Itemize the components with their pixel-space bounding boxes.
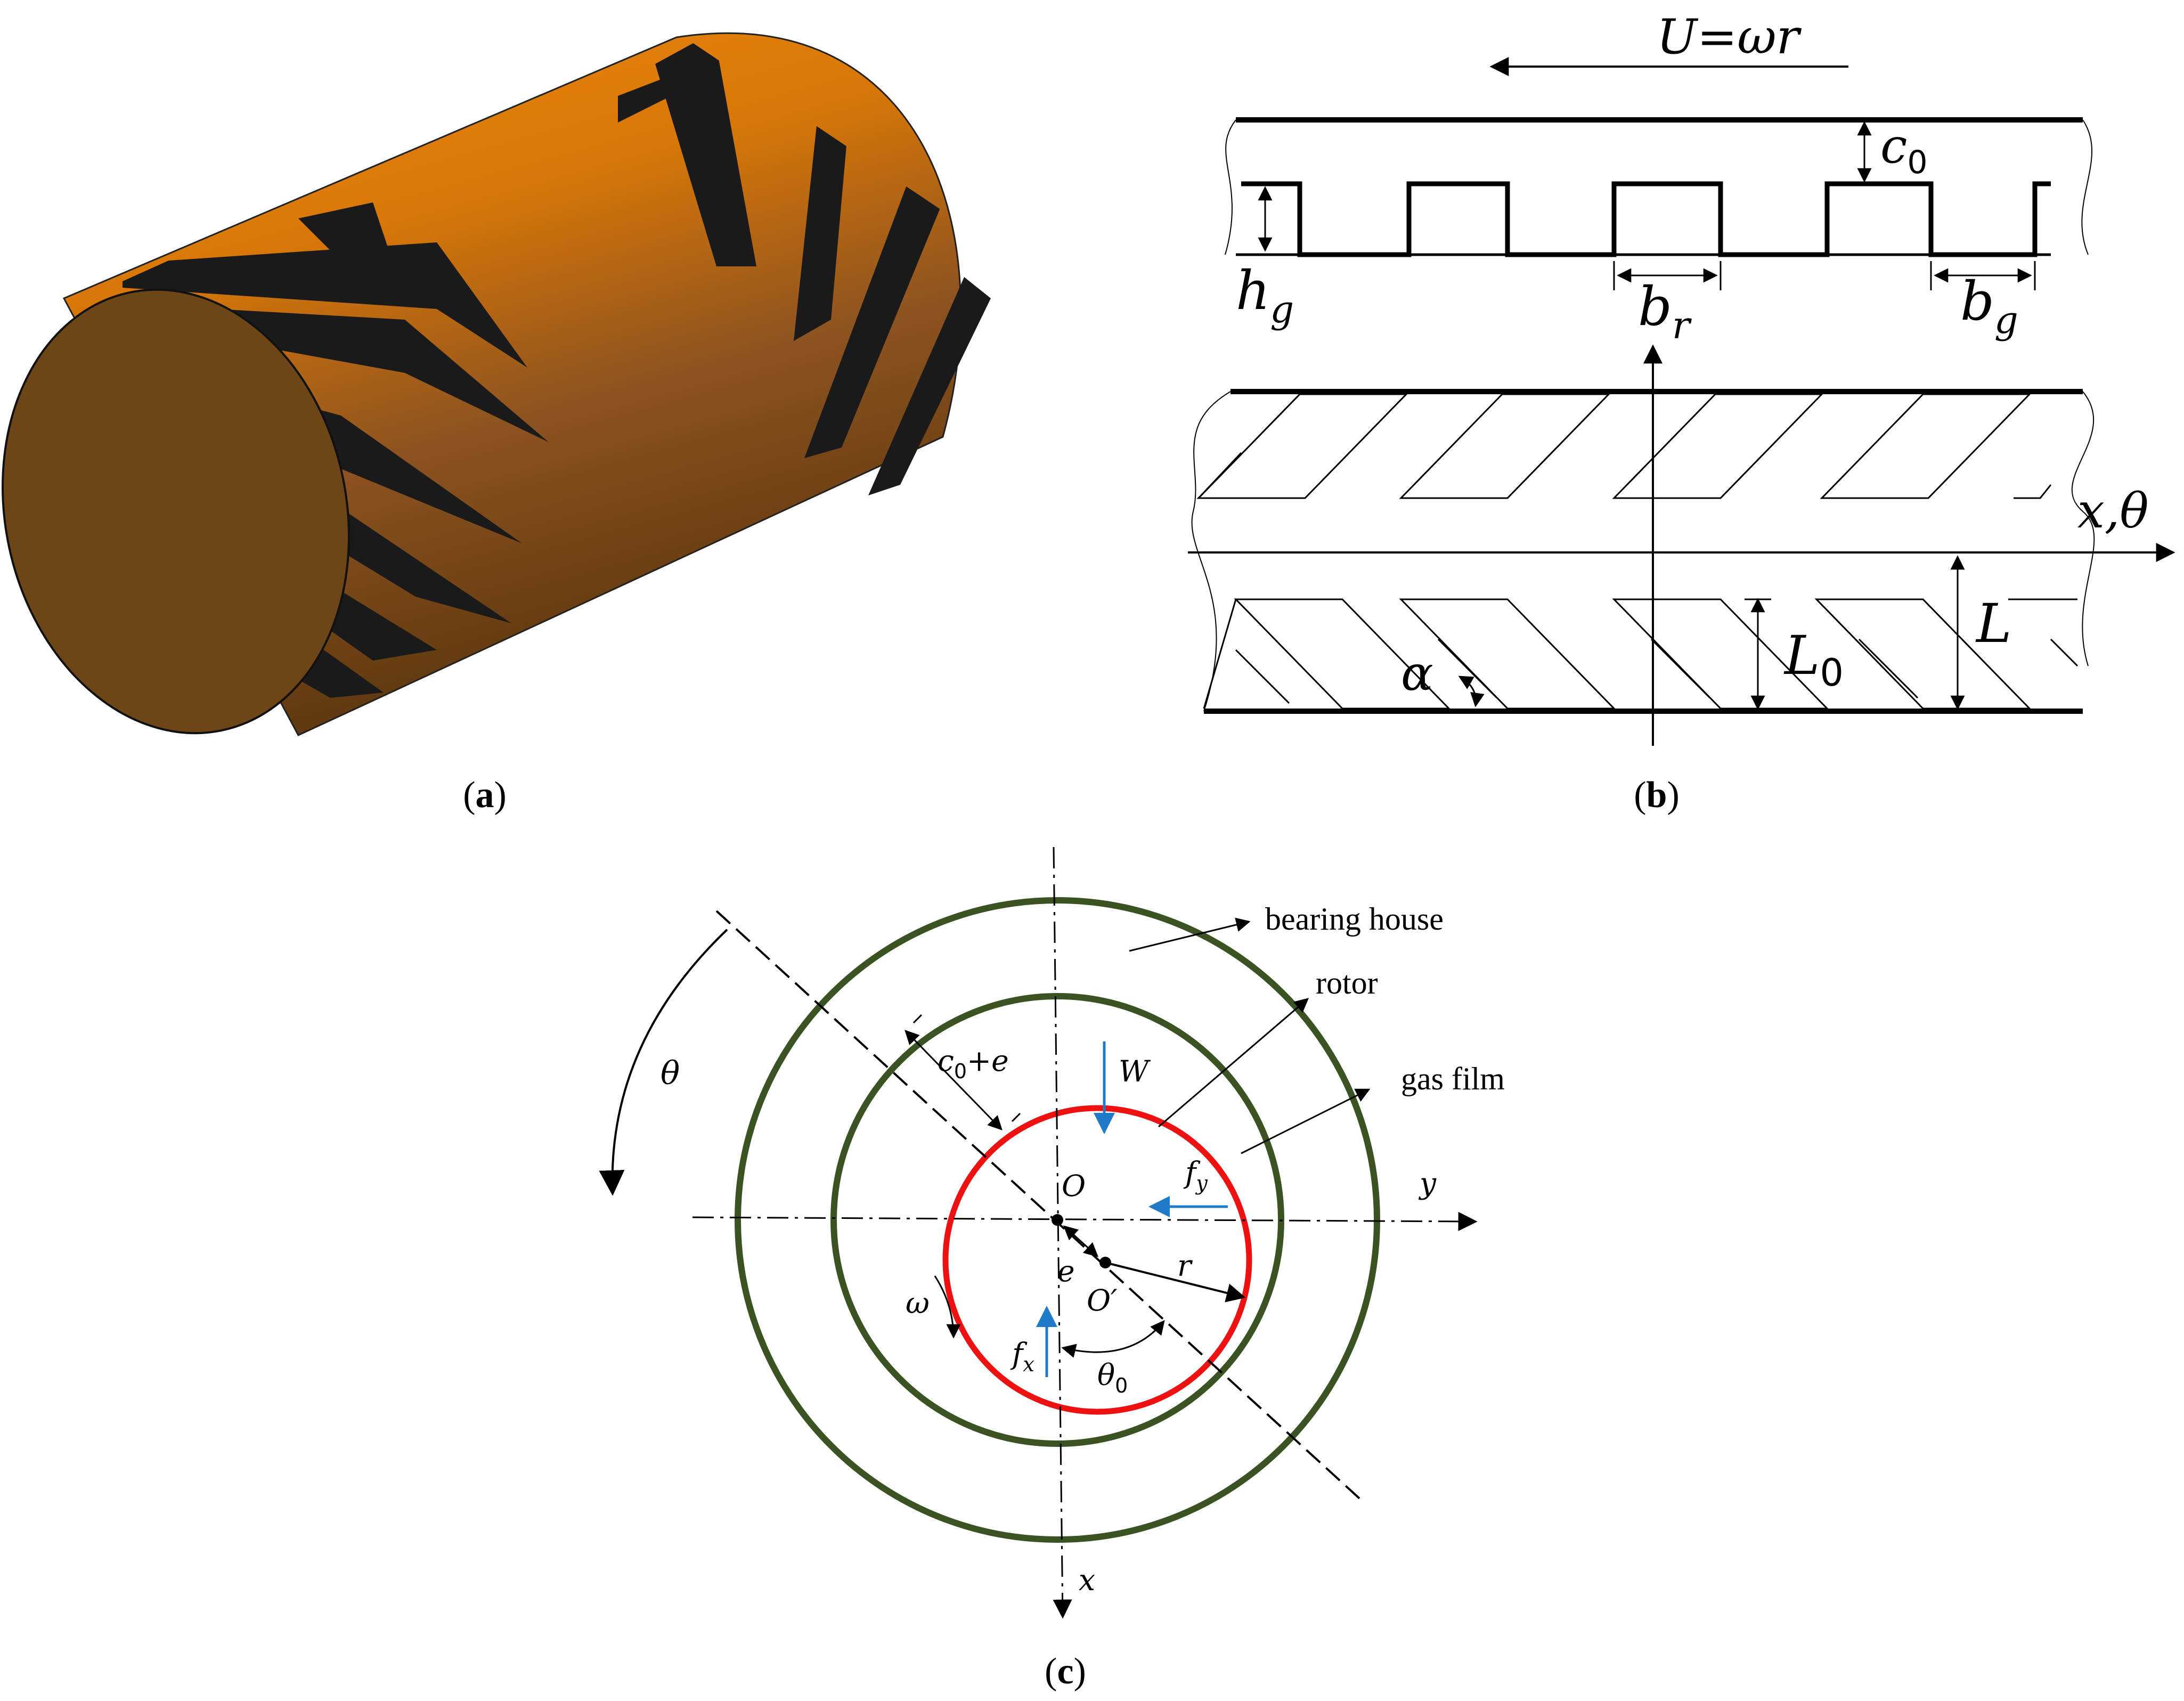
y-axis	[692, 1211, 1478, 1231]
label-bg: bg	[1960, 270, 2018, 342]
label-hg: hg	[1236, 259, 1294, 331]
label-O: O	[1062, 1169, 1086, 1203]
x-axis	[1053, 847, 1072, 1619]
label-e: e	[1057, 1254, 1075, 1288]
label-W: W	[1119, 1054, 1151, 1088]
panel-a: (a)	[2, 32, 991, 816]
label-alpha: α	[1401, 646, 1433, 702]
groove-plan-view: x,θ L0 L α	[1188, 344, 2175, 746]
gas-film-circle	[942, 1105, 1252, 1415]
label-bearing-house: bearing house	[1265, 901, 1444, 937]
label-O-prime: O′	[1087, 1283, 1118, 1317]
label-c0: c0	[1880, 118, 1928, 181]
label-fy: fy	[1183, 1155, 1208, 1195]
caption-b: (b)	[1634, 775, 1680, 816]
label-rotor: rotor	[1316, 965, 1378, 1000]
label-omega: ω	[906, 1286, 930, 1320]
label-c0-plus-e: c0+e	[938, 1044, 1009, 1083]
center-O	[1052, 1214, 1063, 1226]
bearing-house-circle	[735, 897, 1380, 1543]
speed-label: U=ωr	[1657, 9, 1802, 65]
label-L: L	[1975, 592, 2011, 655]
label-x-theta: x,θ	[2077, 483, 2149, 539]
caption-a: (a)	[463, 775, 507, 816]
label-L0: L0	[1783, 624, 1844, 695]
label-y: y	[1418, 1166, 1437, 1200]
theta-reference-line	[715, 910, 1365, 1503]
label-fx: fx	[1010, 1337, 1034, 1376]
label-br: br	[1638, 275, 1692, 347]
grooved-rotor-illustration	[2, 32, 991, 736]
label-gas-film: gas film	[1401, 1061, 1505, 1096]
caption-c: (c)	[1045, 1651, 1086, 1692]
groove-cross-section: c0 hg br bg	[1225, 117, 2092, 347]
label-theta: θ	[661, 1055, 680, 1092]
rotor-end-face	[2, 288, 350, 735]
panel-b: U=ωr c0 hg br bg	[1188, 9, 2175, 816]
panel-c: θ c0+e W fy fx O O′ e r ω θ0 y x	[599, 847, 1505, 1692]
label-theta0: θ0	[1097, 1358, 1128, 1397]
label-x: x	[1079, 1563, 1095, 1597]
label-r: r	[1177, 1249, 1193, 1283]
